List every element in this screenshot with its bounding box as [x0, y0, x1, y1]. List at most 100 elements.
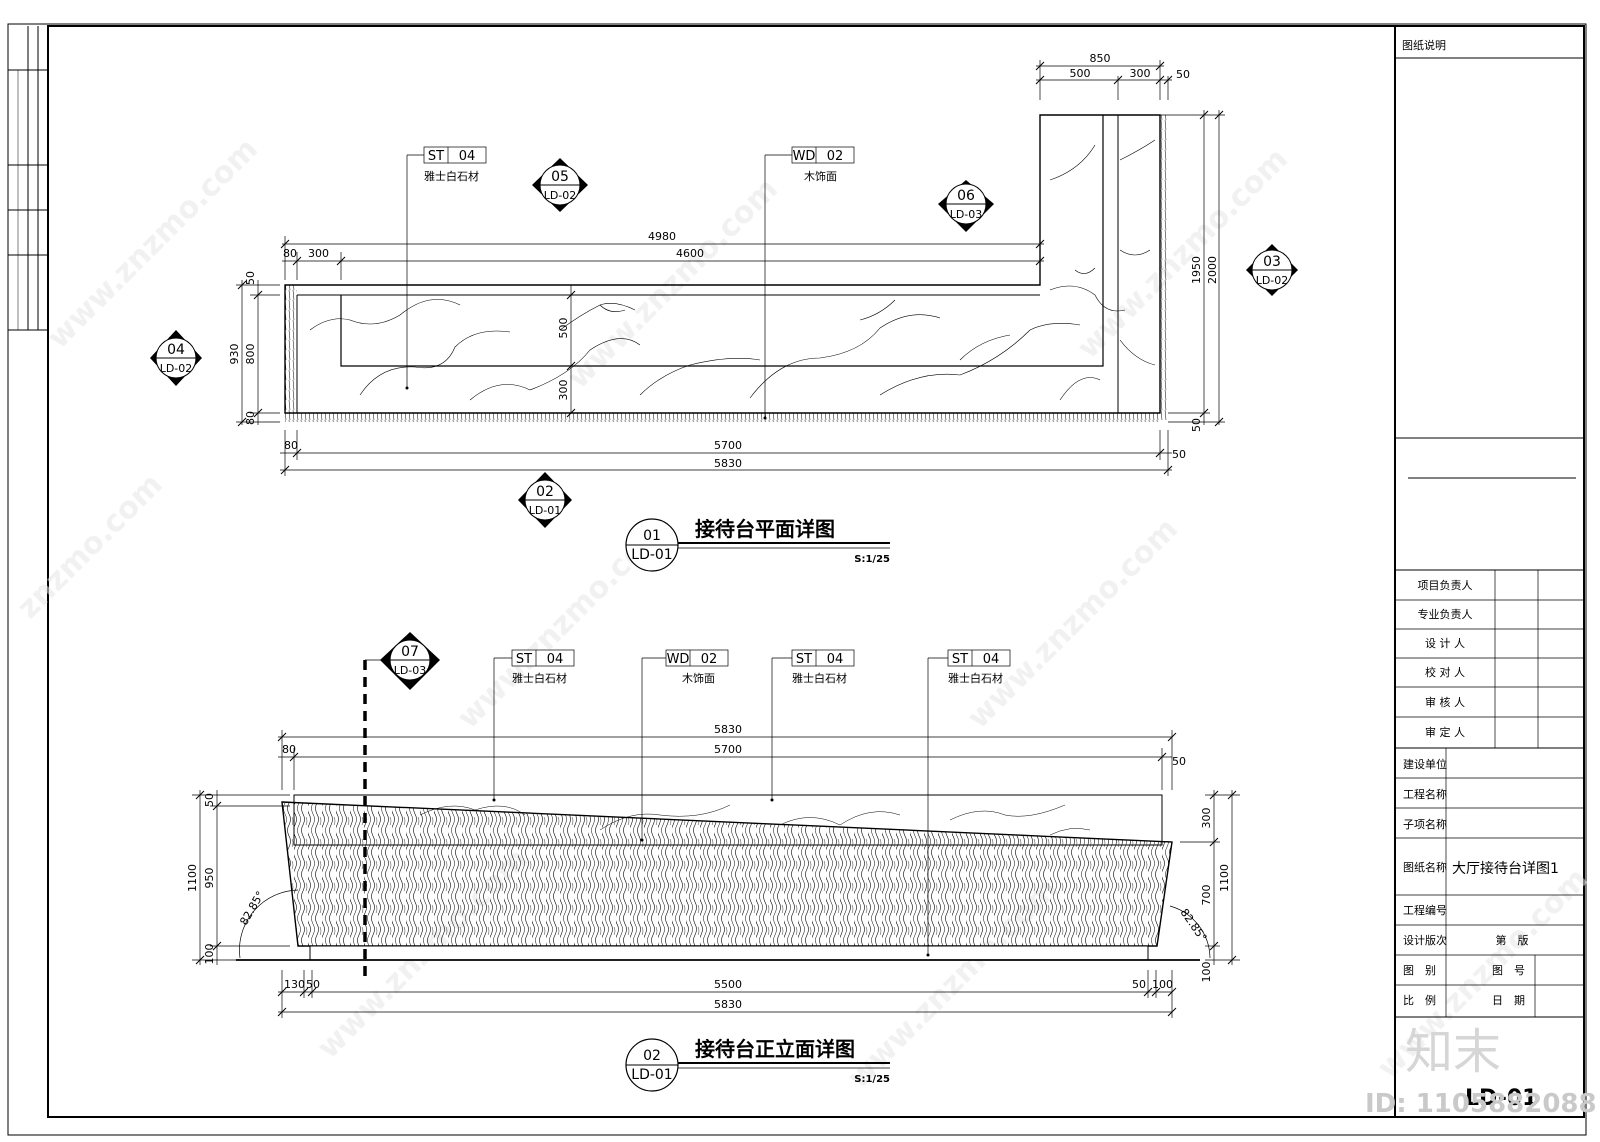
tag-code: WD	[667, 652, 690, 667]
version-label: 设计版次	[1403, 933, 1447, 947]
drawing-name-label: 图纸名称	[1403, 860, 1447, 874]
dim-80: 80	[244, 411, 257, 425]
dim-50: 50	[203, 793, 216, 807]
mark-bottom: LD-03	[394, 664, 427, 677]
version-value: 第 版	[1496, 933, 1529, 947]
dim-80: 80	[284, 439, 298, 452]
elevation-title: 接待台正立面详图	[695, 1037, 855, 1061]
dim-5700: 5700	[714, 439, 742, 452]
plan-scale: S:1/25	[854, 554, 890, 565]
dim-1100: 1100	[186, 864, 199, 892]
fields-table: 建设单位 工程名称 子项名称 图纸名称 大厅接待台详图1 工程编号 设计版次 第…	[1395, 748, 1584, 1018]
project-no-label: 工程编号	[1403, 903, 1447, 917]
elevation-scale: S:1/25	[854, 1074, 890, 1085]
watermark: www.znzmo.com	[961, 512, 1185, 736]
plan-title: 接待台平面详图	[695, 517, 835, 541]
wood-edge-left	[285, 285, 297, 413]
field-label: 子项名称	[1403, 817, 1447, 831]
section-mark-07: 07 LD-03	[365, 632, 440, 690]
section-mark-02: 02 LD-01	[518, 472, 572, 528]
mark-top: 03	[1263, 254, 1281, 270]
dim-1950: 1950	[1190, 256, 1203, 284]
role-label: 校 对 人	[1425, 665, 1465, 679]
wood-edge-right	[1160, 115, 1168, 420]
mark-bottom: LD-02	[544, 189, 577, 202]
dim-500: 500	[1070, 67, 1091, 80]
mark-top: 07	[401, 644, 419, 660]
mark-top: 05	[551, 169, 569, 185]
dim-80: 80	[282, 743, 296, 756]
mark-bottom: LD-02	[160, 362, 193, 375]
dim-2000: 2000	[1206, 256, 1219, 284]
watermark: www.znzmo.com	[41, 132, 265, 356]
elev-tag-1: ST 04 雅士白石材	[492, 649, 575, 802]
section-mark-05: 05 LD-02	[532, 158, 588, 212]
dim-5830: 5830	[714, 998, 742, 1011]
watermark: www.znzmo.com	[561, 172, 785, 396]
dim-950: 950	[203, 868, 216, 889]
field-label: 建设单位	[1403, 757, 1447, 771]
tag-material: 雅士白石材	[512, 671, 567, 685]
dim-850: 850	[1090, 52, 1111, 65]
role-label: 专业负责人	[1418, 607, 1473, 621]
plan-left-dims: 930 800 50 80	[228, 271, 280, 427]
section-mark-03: 03 LD-02	[1246, 244, 1298, 296]
dim-100: 100	[1152, 978, 1173, 991]
mark-top: 04	[167, 342, 185, 358]
tag-material: 雅士白石材	[792, 671, 847, 685]
tag-code: WD	[793, 149, 816, 164]
dim-300: 300	[1200, 808, 1213, 829]
dim-100: 100	[203, 944, 216, 965]
category-label: 图 别	[1403, 964, 1436, 977]
plan-title-block: 01 LD-01 接待台平面详图 S:1/25	[625, 517, 890, 572]
dim-50: 50	[1132, 978, 1146, 991]
title-block: 图纸说明 项目负责人 专业负责人 设 计 人 校 对 人 审 核 人 审 定 人	[1365, 26, 1597, 1119]
tag-num: 04	[827, 652, 844, 667]
elev-right-dims: 300 700 1100 100	[1180, 790, 1240, 983]
wood-front-panel	[281, 801, 1173, 947]
sheet-number: LD-01	[1465, 1086, 1537, 1111]
elev-left-dims: 1100 950 50 100	[186, 790, 290, 965]
brand-logo: 知末	[1405, 1024, 1501, 1080]
plan-bottom-dims: 80 5700 50 5830	[280, 430, 1186, 476]
tag-num: 02	[827, 149, 844, 164]
elevation-title-block: 02 LD-01 接待台正立面详图 S:1/25	[625, 1037, 890, 1092]
dim-300: 300	[557, 380, 570, 401]
elevation-view: 82.85° 82.85° 5830 5700 80 50 1100	[186, 632, 1240, 1092]
angle-left: 82.85°	[237, 889, 267, 928]
elev-tag-3: ST 04 雅士白石材	[770, 649, 855, 802]
plan-inner-dims: 500 300	[557, 285, 576, 418]
dim-5830: 5830	[714, 723, 742, 736]
roles-table: 项目负责人 专业负责人 设 计 人 校 对 人 审 核 人 审 定 人	[1395, 570, 1584, 749]
countersign-strip	[8, 26, 48, 331]
dim-4600: 4600	[676, 247, 704, 260]
role-label: 审 定 人	[1425, 725, 1465, 739]
tag-code: ST	[796, 652, 812, 667]
dim-50: 50	[306, 978, 320, 991]
scale-label: 比 例	[1403, 993, 1436, 1007]
dim-50: 50	[1172, 755, 1186, 768]
plan-tag-st04: ST 04 雅士白石材	[405, 146, 487, 390]
role-label: 项目负责人	[1418, 578, 1473, 592]
section-mark-06: 06 LD-03	[938, 180, 994, 232]
dim-300: 300	[308, 247, 329, 260]
tag-num: 04	[459, 149, 476, 164]
dim-130: 130	[284, 978, 305, 991]
dim-930: 930	[228, 344, 241, 365]
notes-header: 图纸说明	[1402, 38, 1446, 52]
outer-border	[7, 23, 1587, 1136]
plan-tag-wd02: WD 02 木饰面	[763, 146, 855, 420]
plan-view: 850 500 300 50 4980 4600 80 300	[150, 52, 1298, 572]
dim-50: 50	[1190, 418, 1203, 432]
tag-material: 雅士白石材	[948, 671, 1003, 685]
dim-100: 100	[1200, 962, 1213, 983]
dim-800: 800	[244, 344, 257, 365]
angle-right: 82.85°	[1178, 906, 1210, 944]
id-text: ID: 1105882088	[1365, 1089, 1597, 1119]
watermark: znzmo.com	[11, 467, 170, 626]
tag-code: ST	[952, 652, 968, 667]
symbol-top: 02	[643, 1048, 661, 1064]
dim-1100: 1100	[1218, 864, 1231, 892]
plan-right-dims: 1950 2000 50	[1160, 110, 1225, 432]
